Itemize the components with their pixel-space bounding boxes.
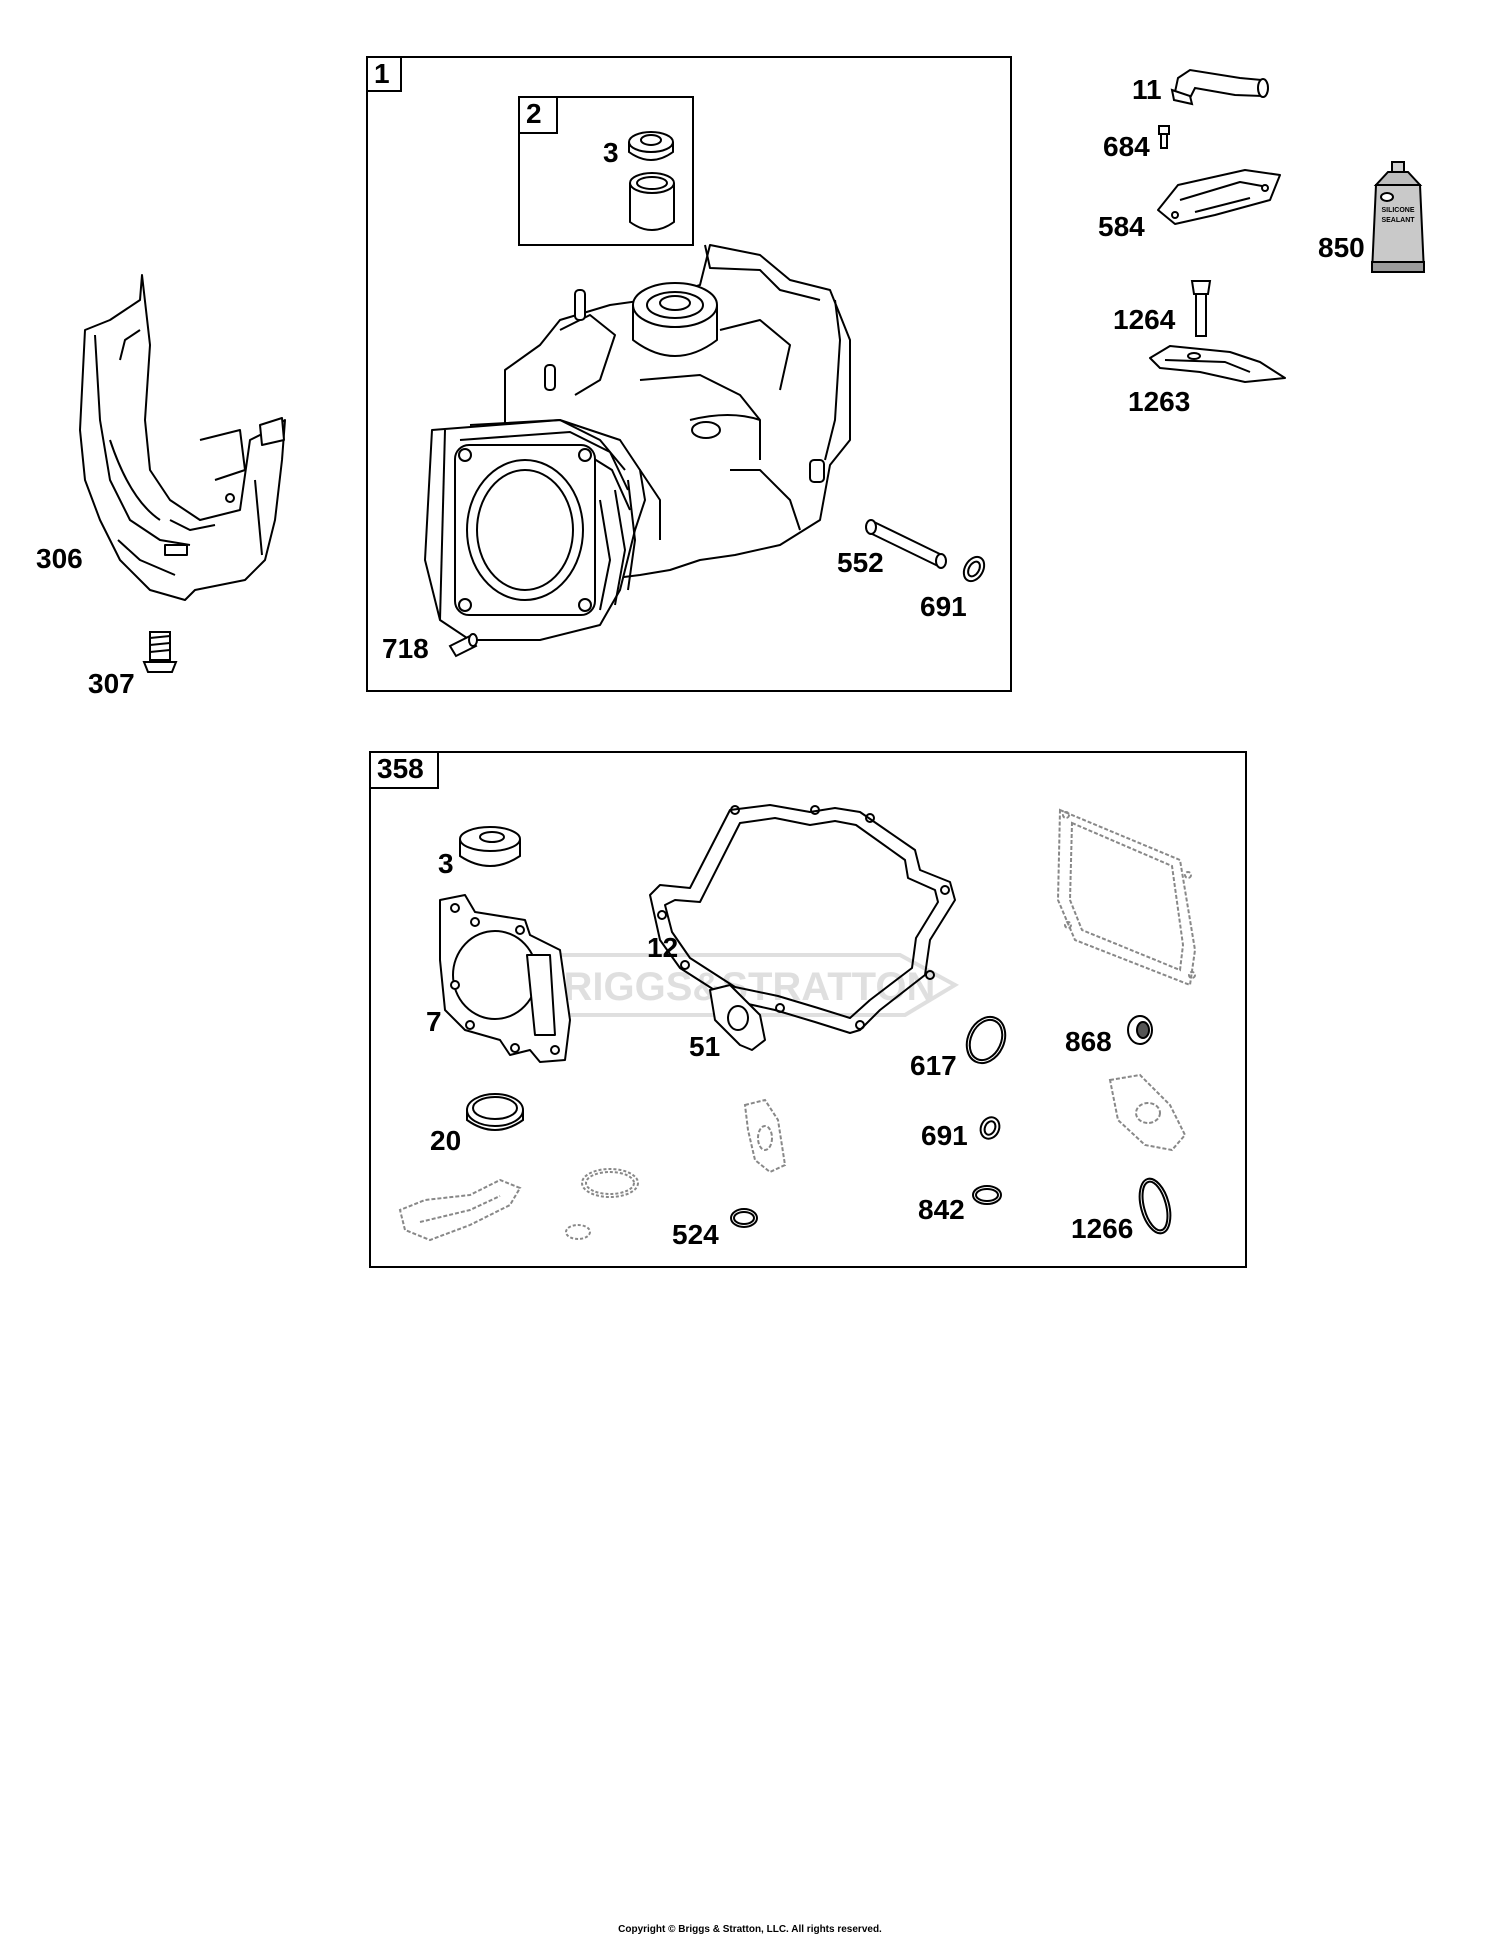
grey-rings [565,1168,639,1240]
breather-cover-584 [1157,169,1281,225]
sealant-tube-line2: SEALANT [1381,217,1415,224]
label-1264: 1264 [1113,304,1176,335]
frame-bearing-kit [518,96,694,246]
grey-gasket-center [743,1098,787,1174]
gasket-51 [709,984,766,1051]
seal-20 [466,1093,524,1131]
frame-engine-block-tag: 1 [366,56,402,92]
bearing-illustration [628,131,675,231]
label-868: 868 [1065,1026,1112,1057]
label-718: 718 [382,633,429,664]
label-684: 684 [1103,131,1150,162]
label-691-top: 691 [920,591,967,622]
label-51: 51 [689,1031,721,1062]
sealant-tube-850: SILICONE SEALANT [1370,161,1426,273]
tube-552 [865,519,947,569]
copyright-notice: Copyright © Briggs & Stratton, LLC. All … [618,1924,882,1935]
seal-868 [1127,1015,1153,1045]
seal-691-top [962,555,986,583]
frame-engine-block [366,56,1012,692]
o-ring-524 [730,1208,758,1228]
gasket-1263 [1149,345,1286,383]
oil-seal-3 [459,826,521,867]
frame-gasket-set-tag: 358 [369,751,439,789]
grey-gasket-left-bottom [398,1178,522,1242]
label-307: 307 [88,668,135,699]
label-691-kit: 691 [921,1120,968,1151]
screw-307 [142,631,178,673]
frame-bearing-kit-tag: 2 [518,96,558,134]
sealant-tube-line1: SILICONE [1381,207,1414,214]
crankcase-gasket-12 [649,804,956,1034]
label-306: 306 [36,543,83,574]
label-12: 12 [647,932,679,963]
grey-gasket-right [1108,1073,1187,1152]
o-ring-617 [965,1015,1007,1065]
dowel-pin-718 [448,633,478,658]
label-1266: 1266 [1071,1213,1134,1244]
o-ring-842 [972,1185,1002,1205]
bolt-1264 [1190,280,1212,337]
breather-tube-11 [1170,68,1269,106]
frame-gasket-set [369,751,1247,1268]
label-1263: 1263 [1128,386,1191,417]
screw-684 [1158,125,1170,149]
cylinder-block-illustration [424,244,851,641]
label-552: 552 [837,547,884,578]
o-ring-1266 [1138,1177,1172,1235]
label-7: 7 [426,1006,442,1037]
label-842: 842 [918,1194,965,1225]
seal-691-kit [979,1116,1001,1140]
label-617: 617 [910,1050,957,1081]
valve-cover-gasket [1056,808,1197,987]
label-20: 20 [430,1125,462,1156]
label-11: 11 [1132,74,1162,105]
label-850: 850 [1318,232,1365,263]
blower-housing-306 [79,274,286,601]
head-gasket-7 [439,894,571,1063]
label-584: 584 [1098,211,1145,242]
label-3-top: 3 [603,137,619,168]
label-524: 524 [672,1219,719,1250]
label-3-kit: 3 [438,848,454,879]
